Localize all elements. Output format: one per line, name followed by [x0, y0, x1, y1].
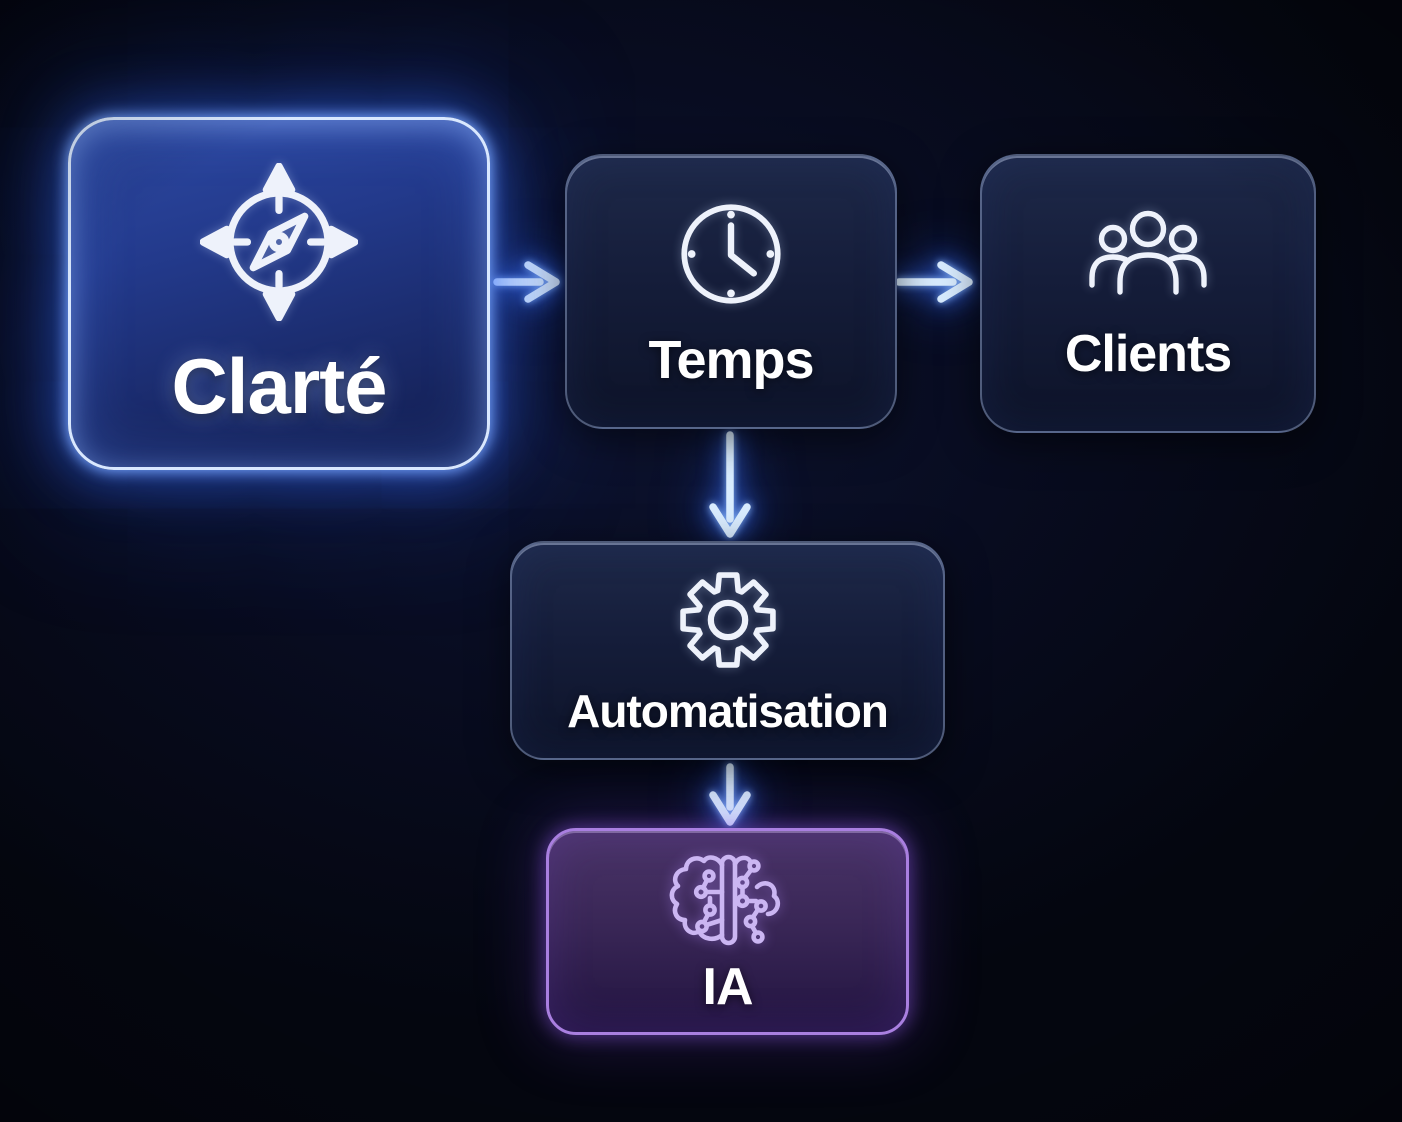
- gear-icon: [676, 568, 780, 672]
- node-ia: IA: [546, 828, 909, 1035]
- arrow-temps-to-clients: [895, 261, 973, 303]
- compass-icon: [200, 162, 358, 321]
- arrow-automatisation-to-ia: [709, 763, 751, 826]
- arrow-clarte-to-temps: [493, 261, 560, 303]
- node-label-clients: Clients: [1064, 324, 1232, 383]
- node-automatisation: Automatisation: [510, 541, 945, 760]
- node-temps: Temps: [565, 154, 897, 429]
- people-icon: [1082, 208, 1214, 302]
- node-label-temps: Temps: [648, 329, 814, 390]
- clock-icon: [674, 197, 788, 311]
- node-clarte: Clarté: [68, 117, 490, 470]
- brain-circuit-icon: [667, 851, 789, 951]
- node-label-clarte: Clarté: [171, 341, 387, 430]
- node-clients: Clients: [980, 154, 1316, 433]
- arrow-temps-to-automatisation: [709, 431, 751, 538]
- node-label-ia: IA: [702, 957, 754, 1016]
- node-label-automatisation: Automatisation: [567, 684, 889, 737]
